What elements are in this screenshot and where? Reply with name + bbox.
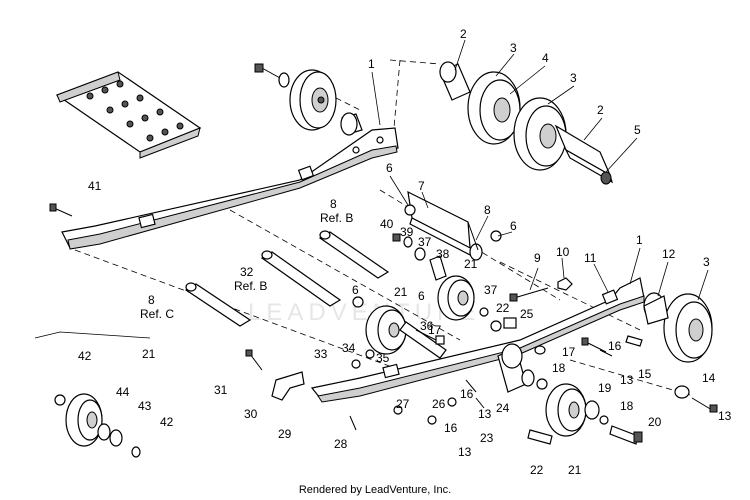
callout-8: 8 (148, 293, 155, 307)
left-slide-rail (61, 127, 399, 250)
callout-23: 23 (480, 431, 494, 445)
callout-16: 16 (460, 387, 474, 401)
callout-2: 2 (460, 27, 467, 41)
callout-26: 26 (432, 397, 446, 411)
callout-16: 16 (444, 421, 458, 435)
callout-41: 41 (88, 179, 102, 193)
callout-31: 31 (214, 383, 228, 397)
footer-credit: Rendered by LeadVenture, Inc. (298, 484, 452, 496)
callout-6: 6 (418, 289, 425, 303)
callout-12: 12 (662, 247, 676, 261)
callout-9: 9 (534, 251, 541, 265)
cross-shafts (184, 190, 483, 327)
callout-21: 21 (394, 285, 408, 299)
callout-42: 42 (78, 349, 92, 363)
callout-11: 11 (584, 251, 597, 265)
callout-34: 34 (342, 341, 356, 355)
callout-13: 13 (718, 409, 732, 423)
callout-40: 40 (380, 217, 394, 231)
callout-16: 16 (608, 339, 622, 353)
callout-18: 18 (552, 361, 566, 375)
callout-3: 3 (570, 71, 577, 85)
callout-5: 5 (634, 123, 641, 137)
callout-ref-b: Ref. B (234, 279, 267, 293)
callout-8: 8 (330, 197, 337, 211)
callout-14: 14 (702, 371, 716, 385)
callout-labels: 1 1 2 2 3 3 3 4 5 6 6 6 6 7 8 Ref. B 8 8… (78, 27, 732, 477)
callout-8: 8 (484, 203, 491, 217)
leader-lines (371, 39, 709, 301)
callout-43: 43 (138, 399, 152, 413)
callout-ref-b: Ref. B (320, 211, 353, 225)
wheel-exploded-detail (34, 331, 151, 458)
callout-32: 32 (240, 265, 254, 279)
callout-37: 37 (418, 235, 432, 249)
callout-1: 1 (636, 233, 643, 247)
callout-15: 15 (638, 367, 652, 381)
callout-1: 1 (368, 57, 375, 71)
callout-3: 3 (703, 255, 710, 269)
callout-38: 38 (436, 247, 450, 261)
callout-6: 6 (386, 161, 393, 175)
callout-17: 17 (428, 323, 442, 337)
callout-2: 2 (597, 103, 604, 117)
callout-42: 42 (160, 415, 174, 429)
callout-ref-c: Ref. C (140, 307, 174, 321)
callout-35: 35 (376, 351, 390, 365)
part-41-plate (55, 71, 202, 159)
callout-13: 13 (478, 407, 492, 421)
upper-idler-assembly (254, 61, 613, 185)
callout-39: 39 (400, 225, 414, 239)
callout-33: 33 (314, 347, 328, 361)
callout-4: 4 (542, 51, 549, 65)
callout-19: 19 (598, 381, 612, 395)
callout-25: 25 (520, 307, 534, 321)
callout-22: 22 (496, 301, 510, 315)
callout-13: 13 (458, 445, 472, 459)
callout-21: 21 (568, 463, 582, 477)
callout-7: 7 (418, 179, 425, 193)
hardware (49, 203, 718, 445)
callout-24: 24 (496, 401, 510, 415)
callout-13: 13 (620, 373, 634, 387)
callout-3: 3 (510, 41, 517, 55)
callout-6: 6 (352, 283, 359, 297)
callout-30: 30 (244, 407, 258, 421)
right-slide-rail (310, 277, 645, 403)
callout-36: 36 (420, 319, 434, 333)
callout-18: 18 (620, 399, 634, 413)
middle-wheels (365, 275, 713, 437)
callout-22: 22 (530, 463, 544, 477)
callout-37: 37 (484, 283, 498, 297)
callout-21: 21 (142, 347, 156, 361)
callout-20: 20 (648, 415, 662, 429)
callout-29: 29 (278, 427, 292, 441)
callout-27: 27 (396, 397, 410, 411)
callout-6: 6 (510, 219, 517, 233)
callout-44: 44 (116, 385, 130, 399)
callout-17: 17 (562, 345, 576, 359)
callout-28: 28 (334, 437, 348, 451)
callout-10: 10 (556, 245, 570, 259)
callout-21: 21 (464, 257, 478, 271)
